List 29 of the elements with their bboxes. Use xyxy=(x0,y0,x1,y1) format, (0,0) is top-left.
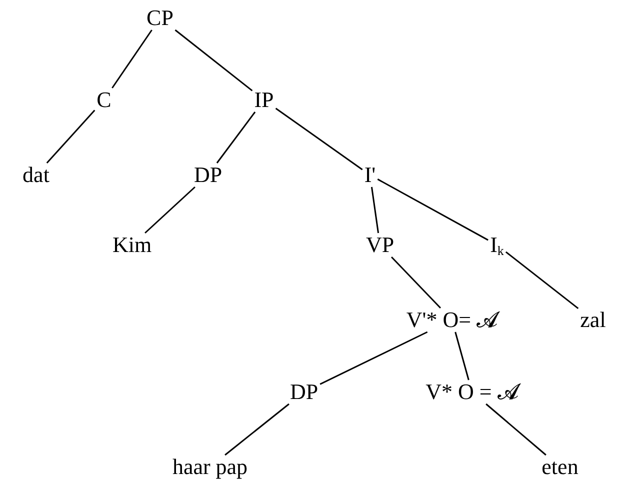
tree-node-label: Kim xyxy=(110,233,154,257)
tree-branch-line xyxy=(46,110,96,164)
tree-branch-line xyxy=(224,403,290,456)
tree-branch-line xyxy=(275,108,363,170)
tree-node-label: V'* O= 𝓐 xyxy=(404,308,500,332)
tree-node-label: CP xyxy=(144,6,176,30)
tree-node-label: IP xyxy=(252,88,276,112)
tree-node-label: I' xyxy=(362,163,378,187)
tree-node-label: C xyxy=(94,88,114,112)
tree-node-label: I$_{k}$ xyxy=(488,233,506,257)
tree-branch-line xyxy=(486,403,546,456)
tree-branch-line xyxy=(320,331,428,385)
tree-branch-line xyxy=(370,186,380,234)
tree-branch-line xyxy=(454,332,470,380)
tree-branch-line xyxy=(112,30,152,88)
tree-node-label: eten xyxy=(540,455,580,479)
tree-node-label: DP xyxy=(288,380,320,404)
tree-branch-line xyxy=(505,251,579,309)
tree-node-label: dat xyxy=(20,163,52,187)
tree-branch-line xyxy=(144,186,196,234)
tree-branch-line xyxy=(216,112,256,164)
tree-node-label: V* O = 𝓐 xyxy=(424,380,520,404)
tree-node-label: VP xyxy=(364,233,396,257)
tree-node-label: haar pap xyxy=(170,455,250,479)
tree-branch-line xyxy=(174,29,253,92)
tree-branch-line xyxy=(390,256,442,309)
tree-node-label: zal xyxy=(578,308,608,332)
tree-node-label: DP xyxy=(192,163,224,187)
tree-branch-line xyxy=(377,178,488,241)
